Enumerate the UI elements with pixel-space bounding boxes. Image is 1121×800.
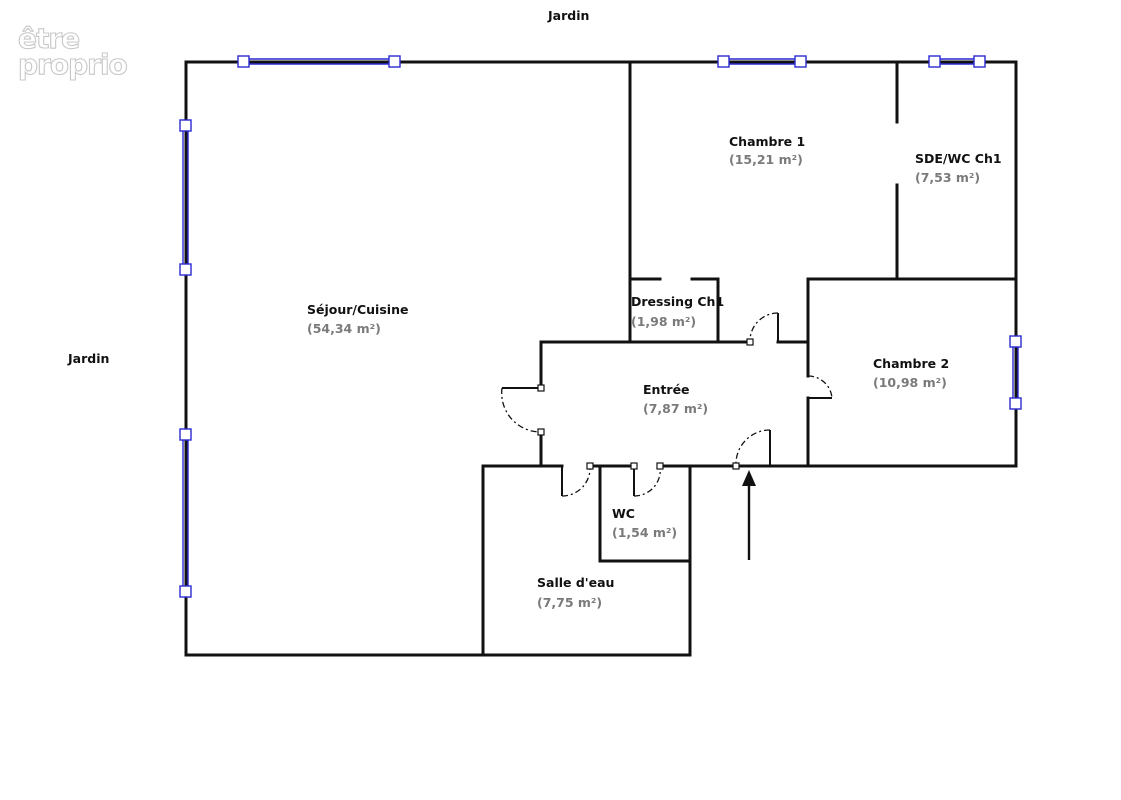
walls (184, 60, 1018, 657)
window-sejour-left-lower (179, 428, 192, 598)
room-chambre1-name: Chambre 1 (729, 134, 805, 149)
window-sejour-left-upper (179, 119, 192, 276)
room-entree-area: (7,87 m²) (643, 401, 708, 416)
logo-line-1: être (18, 22, 79, 55)
room-sde-name: SDE/WC Ch1 (915, 151, 1002, 166)
entrance-arrow-icon (742, 470, 756, 560)
room-entree-name: Entrée (643, 382, 690, 397)
room-chambre2-name: Chambre 2 (873, 356, 949, 371)
window-sejour-top (237, 55, 401, 68)
exterior-label-left: Jardin (67, 351, 109, 366)
door-entree-chambre1 (746, 312, 779, 346)
room-chambre2-area: (10,98 m²) (873, 375, 947, 390)
room-sde-area: (7,53 m²) (915, 170, 980, 185)
room-salle-area: (7,75 m²) (537, 595, 602, 610)
door-entree-sejour (501, 384, 545, 436)
logo-line-2: proprio (18, 48, 128, 81)
exterior-label-top: Jardin (547, 8, 589, 23)
door-entree-salle (561, 462, 594, 497)
logo: être proprio (17, 21, 129, 81)
room-wc-area: (1,54 m²) (612, 525, 677, 540)
room-chambre1-area: (15,21 m²) (729, 152, 803, 167)
door-entree-chambre2 (807, 375, 833, 399)
room-sejour-area: (54,34 m²) (307, 321, 381, 336)
door-front-entrance (732, 429, 771, 470)
room-salle-name: Salle d'eau (537, 575, 614, 590)
room-sejour-name: Séjour/Cuisine (307, 302, 408, 317)
door-entree-wc (630, 462, 664, 497)
window-chambre2-right (1009, 335, 1022, 410)
room-dressing-area: (1,98 m²) (631, 314, 696, 329)
room-wc-name: WC (612, 506, 635, 521)
window-sde-top (928, 55, 986, 68)
room-labels: Séjour/Cuisine (54,34 m²) Chambre 1 (15,… (307, 134, 1002, 610)
doors (501, 312, 833, 497)
window-chambre1-top (717, 55, 807, 68)
room-dressing-name: Dressing Ch1 (631, 294, 724, 309)
windows (179, 55, 1022, 598)
